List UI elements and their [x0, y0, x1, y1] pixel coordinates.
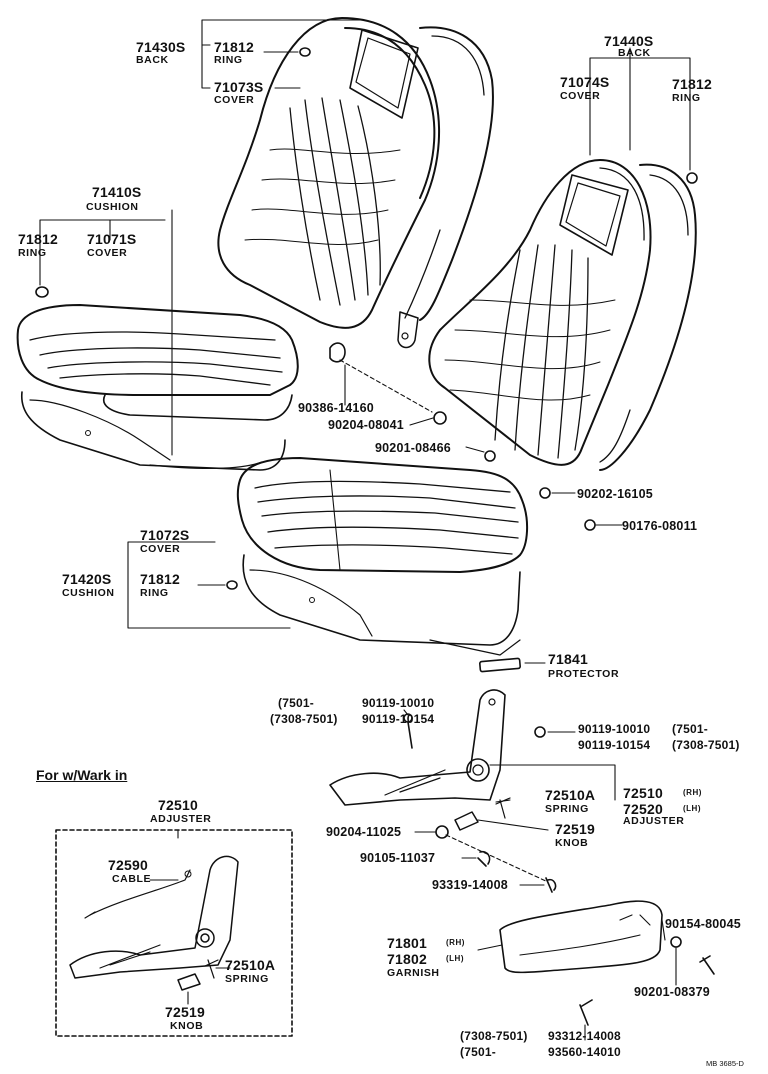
screw-e-pn: 93560-14010	[548, 1045, 621, 1059]
nut-c-pn: 90201-08379	[634, 985, 710, 999]
garnish-lh-pn: 71802	[387, 951, 427, 967]
inset-cable-name: CABLE	[112, 873, 152, 885]
inset-adjuster-name: ADJUSTER	[150, 813, 212, 825]
inset-knob-pn: 72519	[165, 1004, 205, 1020]
ring-lower-pn: 71812	[140, 571, 180, 587]
screw-a-pn: 90105-11037	[360, 851, 436, 865]
cover-lower-pn: 71072S	[140, 527, 190, 543]
garnish-lh-side: (LH)	[446, 954, 464, 963]
seat-cushion-left	[16, 304, 299, 471]
inset-adjuster	[69, 855, 239, 991]
ring-top-right-name: RING	[672, 92, 701, 104]
spring-main-pn: 72510A	[545, 787, 596, 803]
cushion-left-name: CUSHION	[86, 201, 139, 213]
adjuster-main-name: ADJUSTER	[623, 815, 685, 827]
ring-mid-left-pn: 71812	[18, 231, 58, 247]
ring-mid-left-name: RING	[18, 247, 47, 259]
ring-top-right-pn: 71812	[672, 76, 712, 92]
inset-adjuster-pn: 72510	[158, 797, 198, 813]
protector-pn: 71841	[548, 651, 588, 667]
cover-top-right-name: COVER	[560, 90, 601, 102]
protector-name: PROTECTOR	[548, 668, 620, 680]
hardware-symbols	[35, 47, 715, 1026]
back-left-pn: 71430S	[136, 39, 186, 55]
screw-d-pn: 93312-14008	[548, 1029, 621, 1043]
cover-top-left-name: COVER	[214, 94, 255, 106]
ring-top-left-name: RING	[214, 54, 243, 66]
bolt-right-b-date: (7308-7501)	[672, 738, 740, 752]
seat-cushion-lower	[236, 457, 528, 656]
back-right-pn: 71440S	[604, 33, 654, 49]
screw-b-pn: 93319-14008	[432, 878, 508, 892]
screw-c-pn: 90154-80045	[665, 917, 741, 931]
adjuster-rh-pn: 72510	[623, 785, 663, 801]
garnish-name: GARNISH	[387, 967, 440, 979]
bolt-left-b-date: (7308-7501)	[270, 712, 338, 726]
inset-heading: For w/Wark in	[36, 767, 128, 783]
spring-main-name: SPRING	[545, 803, 589, 815]
inset-cable-pn: 72590	[108, 857, 148, 873]
cover-top-right-pn: 71074S	[560, 74, 610, 90]
screw-e-date: (7501-	[460, 1045, 496, 1059]
bolt-right-a-date: (7501-	[672, 722, 708, 736]
adjuster-rh-side: (RH)	[683, 788, 702, 797]
back-right-name: BACK	[618, 47, 651, 59]
nut-a-pn: 90201-08466	[375, 441, 451, 455]
bolt-left-a-date: (7501-	[278, 696, 314, 710]
protector-part	[479, 657, 521, 673]
washer-a-pn: 90204-08041	[328, 418, 404, 432]
knob-main-name: KNOB	[555, 837, 589, 849]
bolt-right-b-pn: 90119-10154	[578, 738, 651, 752]
seat-garnish	[499, 900, 663, 974]
cushion-lower-name: CUSHION	[62, 587, 115, 599]
inset-frame	[55, 829, 293, 1037]
cushion-lower-pn: 71420S	[62, 571, 112, 587]
bolt-left-b-pn: 90119-10154	[362, 712, 435, 726]
cover-mid-left-pn: 71071S	[87, 231, 137, 247]
ring-lower-name: RING	[140, 587, 169, 599]
knob-main-pn: 72519	[555, 821, 595, 837]
inset-spring-pn: 72510A	[225, 957, 276, 973]
cover-top-left-pn: 71073S	[214, 79, 264, 95]
seat-back-left	[217, 17, 494, 349]
adjuster-lh-pn: 72520	[623, 801, 663, 817]
clip-a-pn: 90176-08011	[622, 519, 698, 533]
ring-top-left-pn: 71812	[214, 39, 254, 55]
leader-lines	[39, 19, 691, 1041]
cover-mid-left-name: COVER	[87, 247, 128, 259]
bolt-left-a-pn: 90119-10010	[362, 696, 435, 710]
bolt-a-pn: 90386-14160	[298, 401, 374, 415]
nut-b-pn: 90202-16105	[577, 487, 653, 501]
seat-adjuster	[329, 689, 511, 831]
cover-lower-name: COVER	[140, 543, 181, 555]
garnish-rh-pn: 71801	[387, 935, 427, 951]
seat-back-right	[428, 159, 697, 471]
inset-spring-name: SPRING	[225, 973, 269, 985]
cushion-left-pn: 71410S	[92, 184, 142, 200]
adjuster-lh-side: (LH)	[683, 804, 701, 813]
bolt-right-a-pn: 90119-10010	[578, 722, 651, 736]
garnish-rh-side: (RH)	[446, 938, 465, 947]
washer-b-pn: 90204-11025	[326, 825, 402, 839]
footer-code: MB 3685-D	[706, 1059, 744, 1068]
inset-knob-name: KNOB	[170, 1020, 204, 1032]
back-left-name: BACK	[136, 54, 169, 66]
screw-d-date: (7308-7501)	[460, 1029, 528, 1043]
